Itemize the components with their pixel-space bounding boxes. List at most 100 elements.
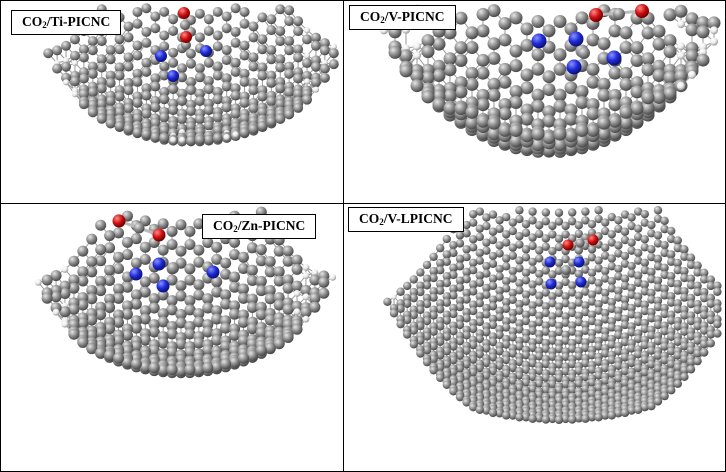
carbon-atom — [587, 413, 597, 422]
carbon-atom — [515, 206, 524, 215]
carbon-atom — [230, 66, 241, 77]
carbon-atom — [266, 54, 277, 65]
carbon-atom — [220, 322, 232, 334]
co2-carbon-atom — [179, 19, 191, 31]
carbon-atom — [541, 208, 550, 217]
carbon-atom — [237, 283, 249, 295]
carbon-atom — [601, 315, 610, 324]
carbon-atom — [614, 249, 623, 258]
carbon-atom — [614, 330, 623, 340]
carbon-atom — [601, 218, 610, 227]
carbon-atom — [495, 409, 504, 418]
carbon-atom — [667, 278, 676, 288]
carbon-atom — [653, 315, 663, 324]
carbon-atom — [700, 340, 709, 349]
carbon-atom — [462, 220, 471, 230]
carbon-atom — [487, 77, 501, 91]
carbon-atom — [693, 268, 702, 277]
carbon-atom — [660, 216, 669, 226]
carbon-atom — [302, 58, 313, 69]
carbon-atom — [667, 332, 676, 341]
carbon-atom — [168, 47, 179, 58]
carbon-atom — [193, 364, 205, 376]
carbon-atom — [77, 245, 89, 257]
carbon-atom — [597, 127, 611, 141]
carbon-atom — [488, 281, 498, 291]
carbon-atom — [627, 213, 636, 222]
hydrogen-atom — [223, 133, 230, 141]
carbon-atom — [139, 286, 151, 298]
carbon-atom — [257, 107, 268, 118]
carbon-atom — [498, 75, 512, 89]
carbon-atom — [647, 245, 656, 254]
carbon-atom — [475, 207, 484, 216]
hydrogen-atom — [302, 263, 310, 271]
carbon-atom — [194, 8, 205, 19]
carbon-atom — [620, 274, 630, 283]
carbon-atom — [266, 14, 277, 25]
carbon-atom — [104, 301, 116, 313]
carbon-atom — [508, 376, 517, 386]
carbon-atom — [561, 330, 570, 340]
carbon-atom — [700, 311, 709, 320]
carbon-atom — [273, 266, 285, 278]
carbon-atom — [535, 352, 544, 361]
carbon-atom — [130, 257, 142, 269]
carbon-atom — [132, 97, 143, 108]
carbon-atom — [601, 376, 610, 386]
carbon-atom — [157, 218, 169, 230]
carbon-atom — [150, 132, 161, 143]
carbon-atom — [175, 245, 187, 257]
carbon-atom — [663, 71, 677, 85]
carbon-atom — [706, 299, 715, 308]
carbon-atom — [87, 45, 98, 56]
carbon-atom — [663, 8, 677, 22]
carbon-atom — [663, 45, 677, 59]
carbon-atom — [620, 227, 630, 236]
carbon-atom — [574, 311, 583, 321]
carbon-atom — [686, 365, 696, 374]
carbon-atom — [564, 129, 578, 143]
carbon-atom — [601, 295, 610, 305]
carbon-atom — [574, 352, 583, 361]
carbon-atom — [640, 379, 649, 388]
carbon-atom — [121, 300, 133, 312]
carbon-atom — [680, 327, 689, 336]
carbon-atom — [462, 360, 471, 369]
carbon-atom — [541, 395, 550, 405]
carbon-atom — [130, 233, 142, 245]
carbon-atom — [177, 63, 188, 74]
carbon-atom — [627, 406, 636, 415]
carbon-atom — [495, 264, 504, 274]
carbon-atom — [528, 307, 537, 317]
carbon-atom — [608, 88, 622, 102]
carbon-atom — [264, 293, 276, 305]
carbon-atom — [693, 305, 702, 315]
carbon-atom — [673, 299, 682, 308]
carbon-atom — [528, 343, 537, 353]
carbon-atom — [396, 319, 405, 329]
carbon-atom — [148, 326, 160, 338]
carbon-atom — [548, 270, 557, 279]
carbon-atom — [310, 77, 321, 88]
carbon-atom — [114, 70, 125, 81]
carbon-atom — [542, 131, 556, 145]
carbon-atom — [255, 327, 267, 339]
carbon-atom — [693, 349, 702, 358]
carbon-atom — [696, 25, 710, 39]
carbon-atom — [620, 210, 630, 219]
carbon-atom — [561, 391, 570, 400]
carbon-atom — [673, 351, 682, 360]
carbon-atom — [653, 239, 663, 248]
carbon-atom — [429, 293, 438, 302]
carbon-atom — [302, 34, 313, 45]
carbon-atom — [449, 284, 458, 293]
carbon-atom — [535, 291, 544, 300]
carbon-atom — [660, 378, 669, 387]
carbon-atom — [186, 121, 196, 132]
carbon-atom — [528, 265, 537, 274]
carbon-atom — [594, 393, 603, 403]
carbon-atom — [502, 391, 511, 401]
carbon-atom — [442, 316, 451, 325]
carbon-atom — [113, 227, 125, 239]
